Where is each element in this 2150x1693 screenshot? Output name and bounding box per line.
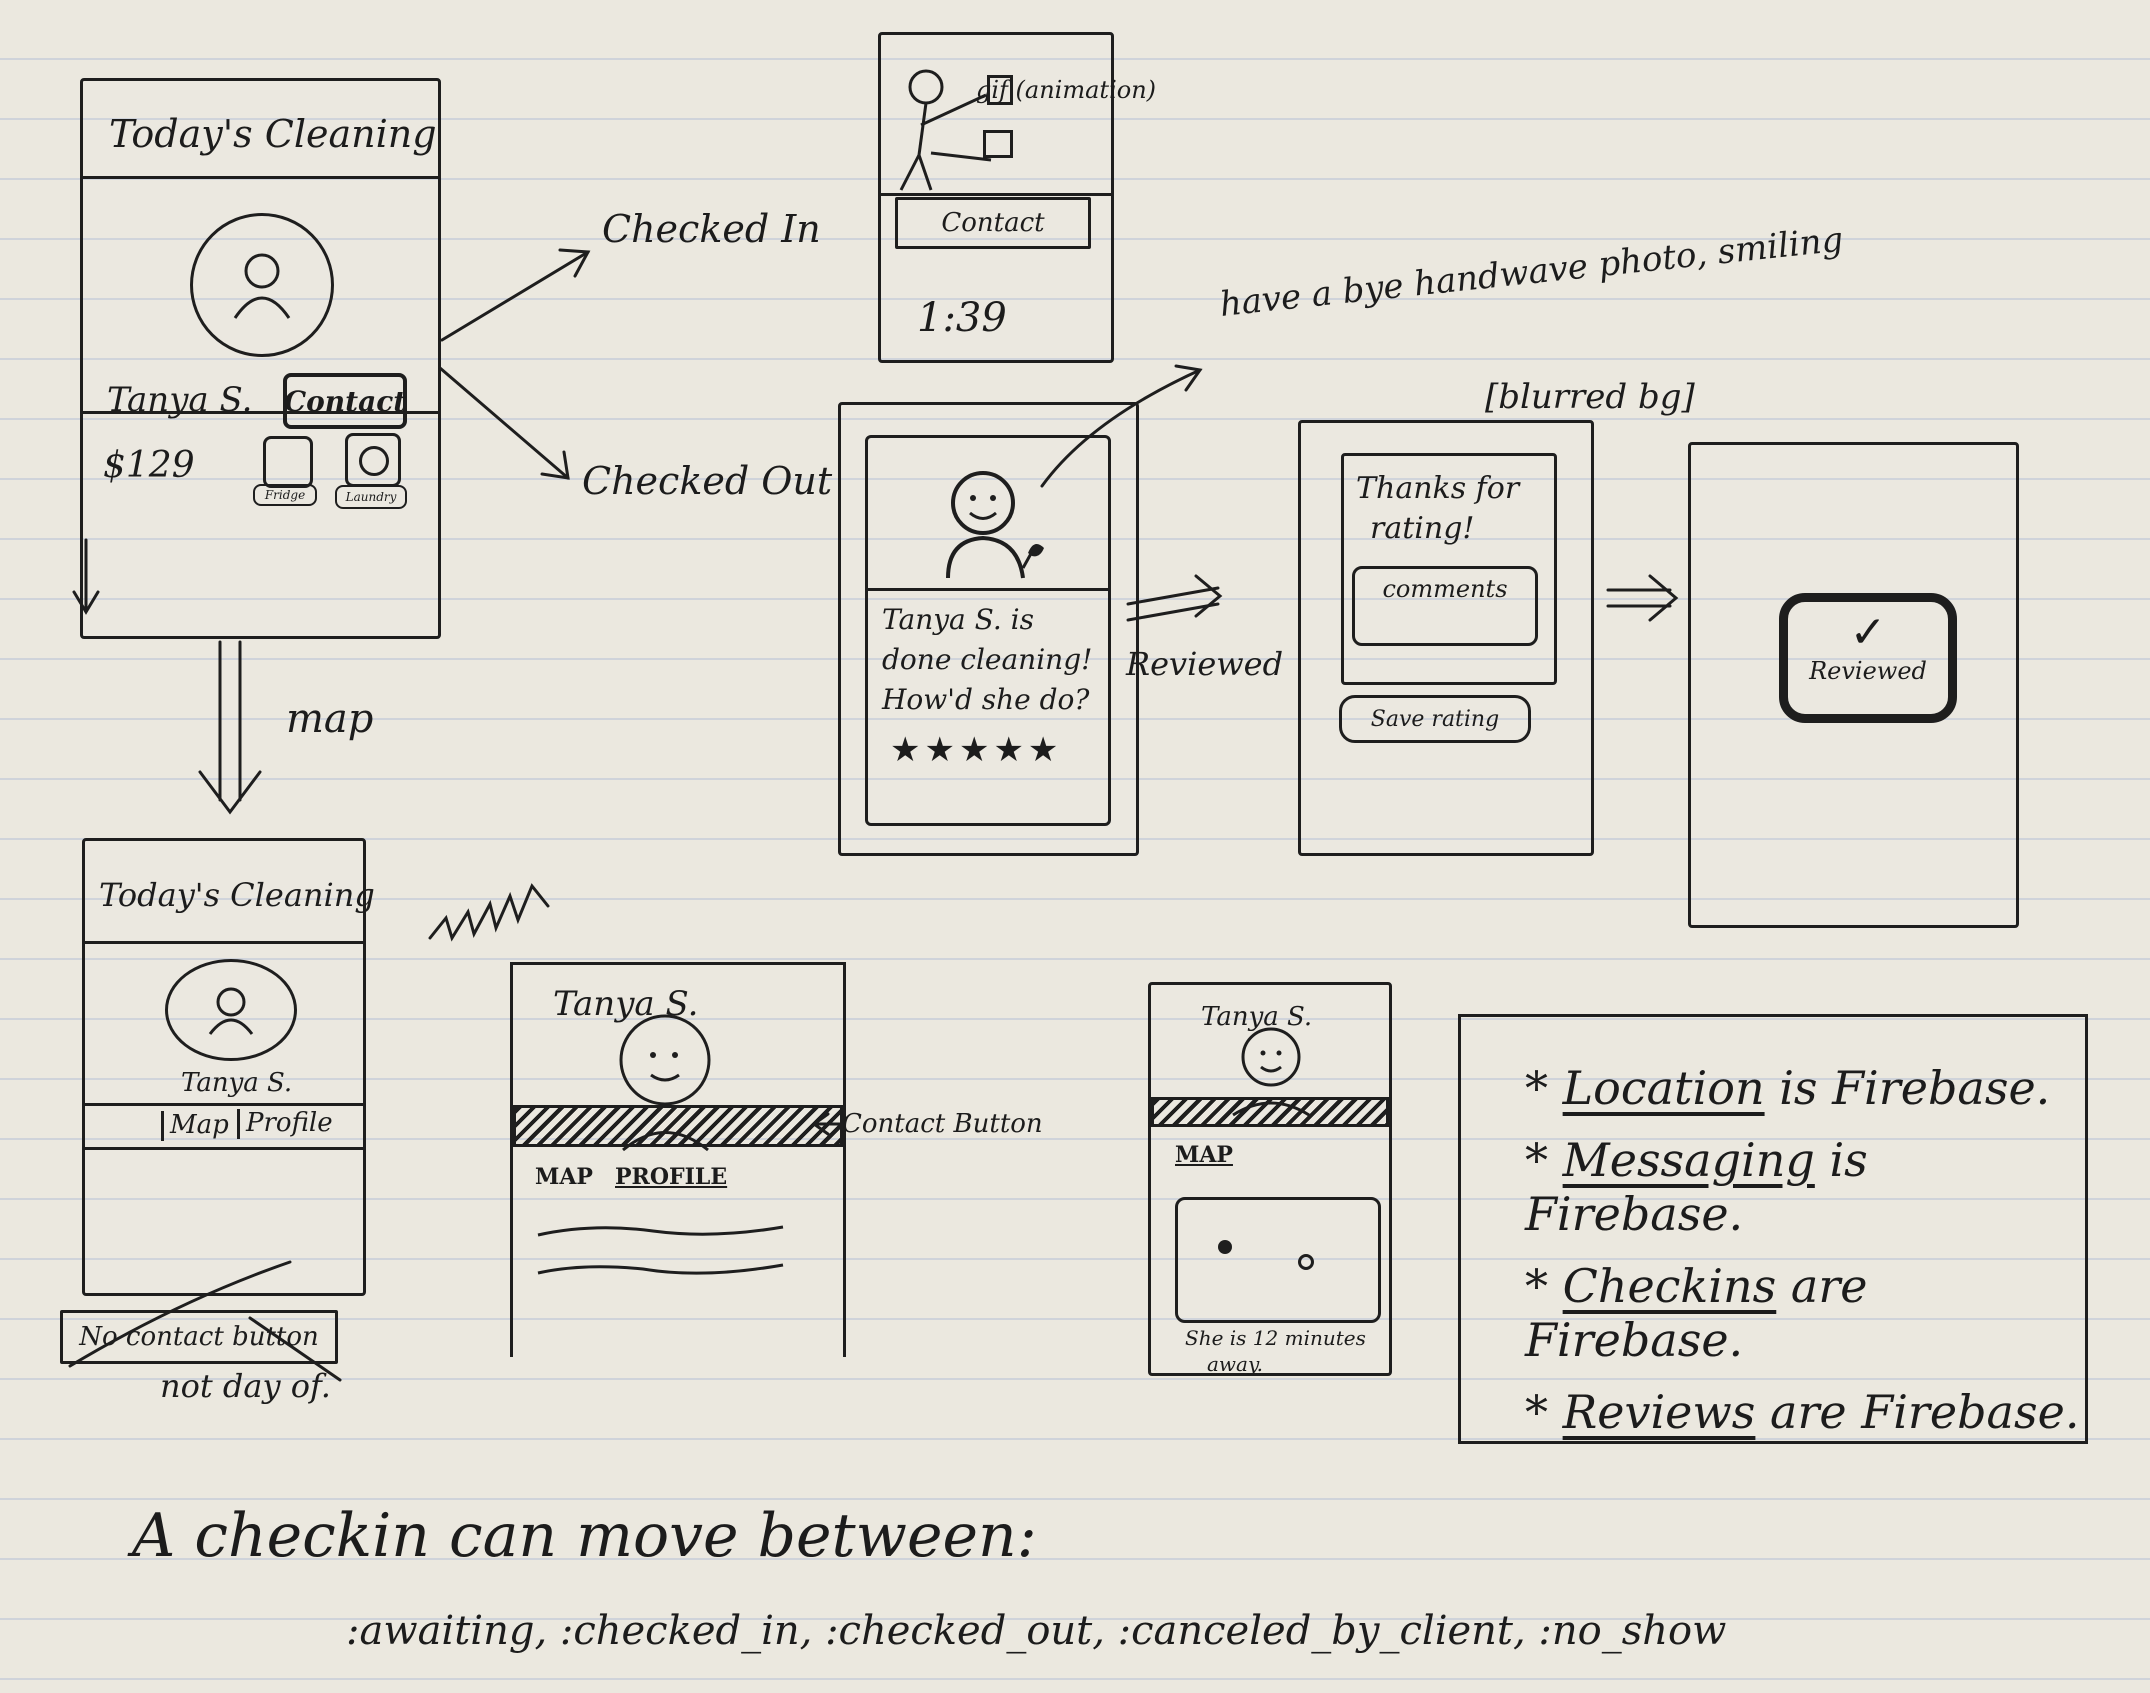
pin-icon [1298,1254,1314,1270]
thanks-line2: rating! [1370,511,1475,546]
fridge-chip-label: Fridge [253,484,317,506]
cleaner-name: Tanya S. [1201,1002,1313,1032]
contact-button-note: Contact Button [842,1109,1043,1139]
tab-map[interactable]: Map [161,1110,229,1141]
thanks-card: Thanks for rating! comments [1341,453,1557,685]
divider [85,1103,363,1106]
fridge-icon [263,436,313,488]
contact-button[interactable]: Contact [895,197,1091,249]
divider [83,176,438,179]
screen-title: Today's Cleaning [109,112,437,156]
screen-map-detail: Tanya S. MAP She is 12 minutes away. [1148,982,1392,1376]
divider [868,588,1108,591]
screen-todays-cleaning: Today's Cleaning Tanya S. Contact $129 F… [80,78,441,639]
done-message-line2: done cleaning! [882,643,1093,676]
contact-button[interactable]: Contact [283,373,407,429]
price: $129 [103,445,195,486]
gif-note: gif (animation) [976,76,1157,104]
screen-checked-out: Tanya S. is done cleaning! How'd she do?… [838,402,1139,856]
arrow-reviewed [1126,586,1220,606]
laundry-chip[interactable]: Laundry [333,433,413,511]
box-icon [983,130,1013,158]
person-icon [233,253,291,319]
screen-title: Today's Cleaning [99,876,375,914]
footer-line2: :awaiting, :checked_in, :checked_out, :c… [346,1608,1727,1654]
divider [85,941,363,944]
no-contact-button-note: No contact button [60,1310,338,1364]
cleaner-name: Tanya S. [181,1068,293,1098]
eta-line2: away. [1207,1352,1263,1376]
done-message-line3: How'd she do? [882,683,1090,716]
firebase-notes: * Location is Firebase. * Messaging is F… [1458,1014,2088,1444]
screen-checked-in: gif (animation) Contact 1:39 [878,32,1156,363]
note-item: * Location is Firebase. [1525,1061,2051,1115]
screen-profile: Tanya S. MAP PROFILE [510,962,846,1357]
avatar [190,213,334,357]
map-arrow-label: map [286,696,374,742]
checked-out-label: Checked Out [582,459,833,503]
screen-rating: Thanks for rating! comments Save rating [1298,420,1594,856]
note-item: * Messaging is Firebase. [1525,1133,1868,1241]
map-view[interactable] [1175,1197,1381,1323]
divider [85,1147,363,1150]
star-rating[interactable]: ★★★★★ [890,730,1063,770]
divider [83,411,438,414]
check-icon: ✓ [1849,607,1887,658]
tab-profile[interactable]: Profile [237,1108,333,1139]
tab-profile[interactable]: PROFILE [615,1164,728,1190]
note-item: * Checkins are Firebase. [1525,1259,1868,1367]
tab-map[interactable]: MAP [535,1164,593,1190]
box-icon [987,75,1013,105]
smiling-person-icon [946,471,1044,579]
reviewed-label: Reviewed [1809,657,1927,685]
location-dot-icon [1218,1240,1232,1254]
not-day-of-note: not day of. [160,1367,331,1405]
stick-figure-icon [899,69,992,191]
blurred-bg-label: [blurred bg] [1485,377,1695,417]
screen-reviewed: ✓ Reviewed [1688,442,2019,928]
note-item: * Reviews are Firebase. [1525,1385,2080,1439]
screen-todays-cleaning-map: Today's Cleaning Tanya S. Map Profile [82,838,375,1296]
reviewed-badge: ✓ Reviewed [1779,593,1957,723]
divider [881,193,1111,196]
checked-in-label: Checked In [602,207,821,251]
fridge-chip[interactable]: Fridge [253,436,319,506]
avatar [165,959,297,1061]
footer-line1: A checkin can move between: [132,1501,1037,1571]
squiggle [428,883,550,942]
comments-field[interactable]: comments [1352,566,1538,646]
reviewed-arrow-label: Reviewed [1126,645,1284,683]
arrow-checked-out [438,366,570,480]
person-icon [208,987,254,1035]
laundry-chip-label: Laundry [335,485,407,509]
arrow-checked-in [440,250,590,342]
timer: 1:39 [917,295,1007,341]
contact-button-bar[interactable] [513,1105,843,1147]
save-rating-button[interactable]: Save rating [1339,695,1531,743]
eta-line1: She is 12 minutes [1185,1326,1366,1350]
inner-card: Tanya S. is done cleaning! How'd she do?… [865,435,1111,826]
profile-text-lines [537,1225,784,1275]
thanks-line1: Thanks for [1356,471,1520,506]
tab-map[interactable]: MAP [1175,1142,1233,1168]
laundry-icon [345,433,401,487]
done-message-line1: Tanya S. is [882,603,1034,636]
contact-button-bar[interactable] [1151,1097,1389,1127]
cleaner-name: Tanya S. [107,380,253,420]
photo-annotation: have a bye handwave photo, smiling [1217,219,1846,325]
